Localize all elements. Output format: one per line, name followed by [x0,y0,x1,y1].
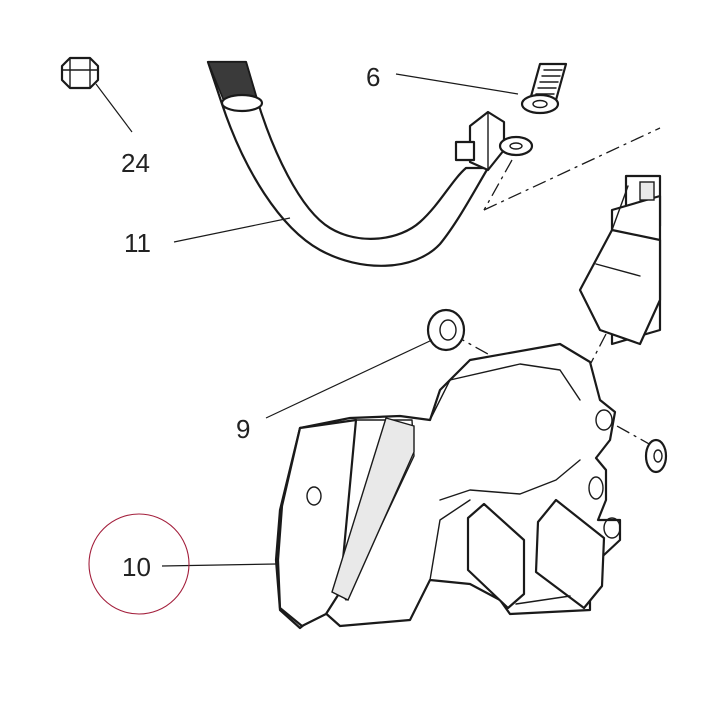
part-6-screw [498,62,568,157]
leader-lines [95,73,519,567]
leader-6 [395,73,519,95]
part-10-bracket [274,342,668,630]
callout-24[interactable]: 24 [121,148,150,178]
leader-9 [265,339,433,419]
part-9-grommet [426,308,466,352]
callout-11[interactable]: 11 [124,228,151,258]
leader-24 [95,83,133,133]
control-module [578,174,662,346]
callout-6[interactable]: 6 [366,62,380,92]
callout-10[interactable]: 10 [122,552,151,582]
leader-10 [161,563,277,567]
part-24-nut [60,56,100,90]
part-11-hose [206,60,506,267]
highlight-circle [88,513,190,615]
leader-11 [173,217,291,243]
callout-9[interactable]: 9 [236,414,250,444]
